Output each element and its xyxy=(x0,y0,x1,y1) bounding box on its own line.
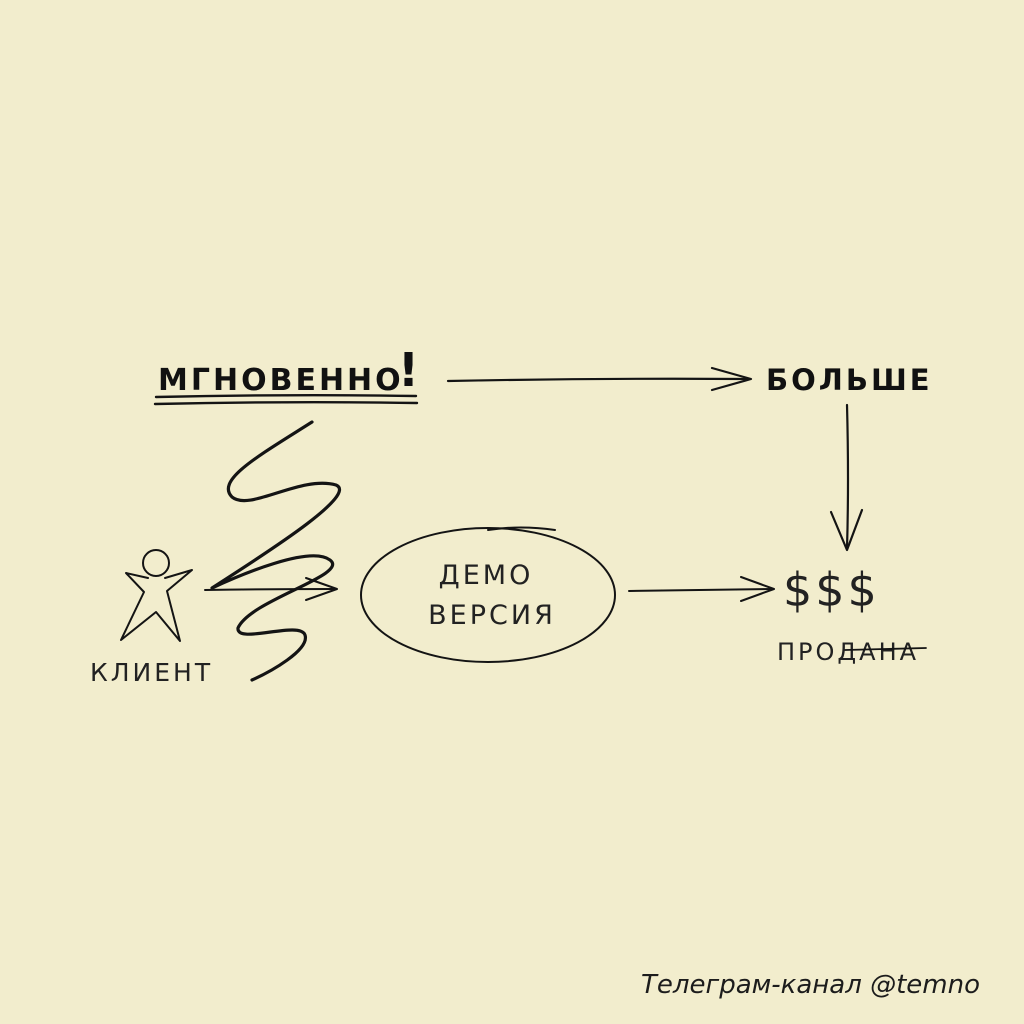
money-label: $$$ xyxy=(783,563,880,617)
underline-bottom xyxy=(153,401,419,406)
demo-label-line2: ВЕРСИЯ xyxy=(428,600,556,631)
arrow-demo-to-money-head xyxy=(740,576,775,602)
arrow-instantly-to-more xyxy=(446,377,750,383)
channel-footer: Телеграм-канал @temno xyxy=(641,970,980,1000)
arrow-more-to-money xyxy=(845,403,850,551)
demo-ellipse-overlap xyxy=(487,526,556,531)
client-figure-icon xyxy=(120,549,193,642)
arrow-more-to-money-head xyxy=(829,508,864,552)
demo-ellipse xyxy=(360,527,616,663)
sold-label: ПРОДАНА xyxy=(777,638,919,666)
demo-label-line1: ДЕМО xyxy=(439,560,534,591)
sold-strike xyxy=(844,647,927,651)
scribble-barrier xyxy=(210,420,341,682)
arrow-instantly-to-more-head xyxy=(710,366,753,392)
instantly-exclamation: ! xyxy=(398,343,422,397)
arrow-demo-to-money xyxy=(628,588,774,592)
instantly-label: МГНОВЕННО xyxy=(158,363,404,398)
underline-top xyxy=(154,394,418,399)
client-label: КЛИЕНТ xyxy=(90,658,213,687)
more-label: БОЛЬШЕ xyxy=(766,363,933,397)
arrow-client-to-demo xyxy=(204,588,337,591)
arrow-client-to-demo-head xyxy=(305,577,338,601)
